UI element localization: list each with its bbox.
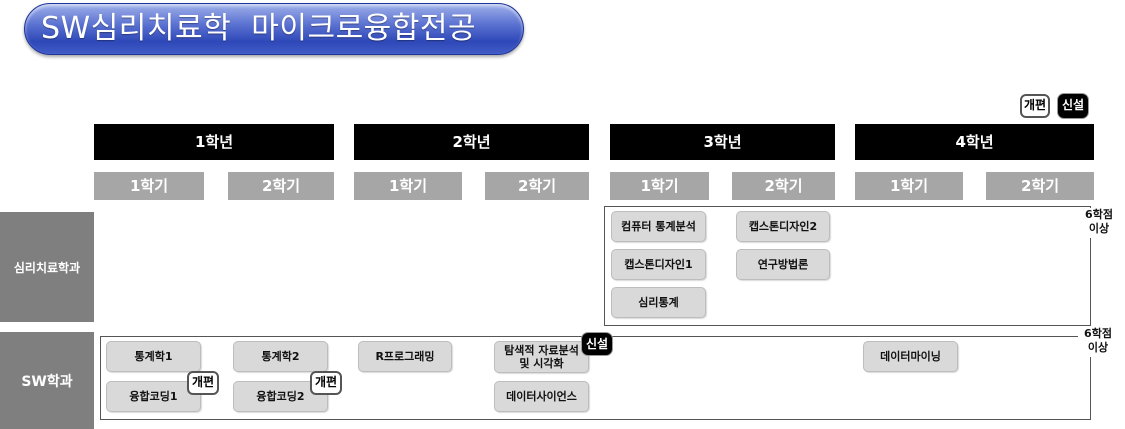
course-r-programming[interactable]: R프로그래밍 (358, 341, 452, 372)
credit-requirement-psych: 6학점 이상 (1080, 208, 1118, 238)
revised-badge: 개편 (310, 371, 342, 395)
page-title: SW심리치료학 마이크로융합전공 (24, 3, 524, 55)
course-convergence-coding-1[interactable]: 융합코딩1 (106, 381, 201, 412)
course-exploratory-data-analysis[interactable]: 탐색적 자료분석 및 시각화 (494, 341, 589, 373)
department-sw: SW학과 (0, 332, 94, 429)
course-psych-statistics[interactable]: 심리통계 (611, 287, 706, 318)
semester-header: 1학기 (354, 172, 462, 200)
legend-new-badge: 신설 (1058, 94, 1088, 118)
course-capstone-design-2[interactable]: 캡스톤디자인2 (736, 211, 830, 242)
semester-header: 2학기 (732, 172, 835, 200)
course-convergence-coding-2[interactable]: 융합코딩2 (233, 381, 328, 412)
course-data-mining[interactable]: 데이터마이닝 (863, 341, 958, 372)
course-statistics-2[interactable]: 통계학2 (233, 341, 328, 372)
semester-header: 2학기 (986, 172, 1094, 200)
semester-header: 2학기 (485, 172, 589, 200)
semester-header: 1학기 (855, 172, 963, 200)
course-computer-statistics[interactable]: 컴퓨터 통계분석 (611, 211, 706, 242)
course-data-science[interactable]: 데이터사이언스 (494, 381, 589, 412)
credit-requirement-sw: 6학점 이상 (1078, 327, 1118, 357)
semester-header: 1학기 (94, 172, 204, 200)
department-name: SW학과 (21, 373, 73, 390)
course-capstone-design-1[interactable]: 캡스톤디자인1 (611, 249, 706, 280)
revised-badge: 개편 (187, 371, 219, 395)
semester-header: 1학기 (610, 172, 709, 200)
legend-revised-badge: 개편 (1020, 94, 1050, 118)
year-header-2: 2학년 (354, 124, 589, 160)
new-badge: 신설 (582, 333, 612, 355)
course-statistics-1[interactable]: 통계학1 (106, 341, 201, 372)
department-psychotherapy: 심리치료학과 (0, 212, 94, 322)
year-header-4: 4학년 (855, 124, 1094, 160)
year-header-1: 1학년 (94, 124, 334, 160)
semester-header: 2학기 (228, 172, 334, 200)
course-research-methods[interactable]: 연구방법론 (736, 249, 830, 280)
year-header-3: 3학년 (610, 124, 835, 160)
psychotherapy-course-frame (604, 206, 1091, 326)
department-name: 심리치료학과 (13, 260, 81, 275)
